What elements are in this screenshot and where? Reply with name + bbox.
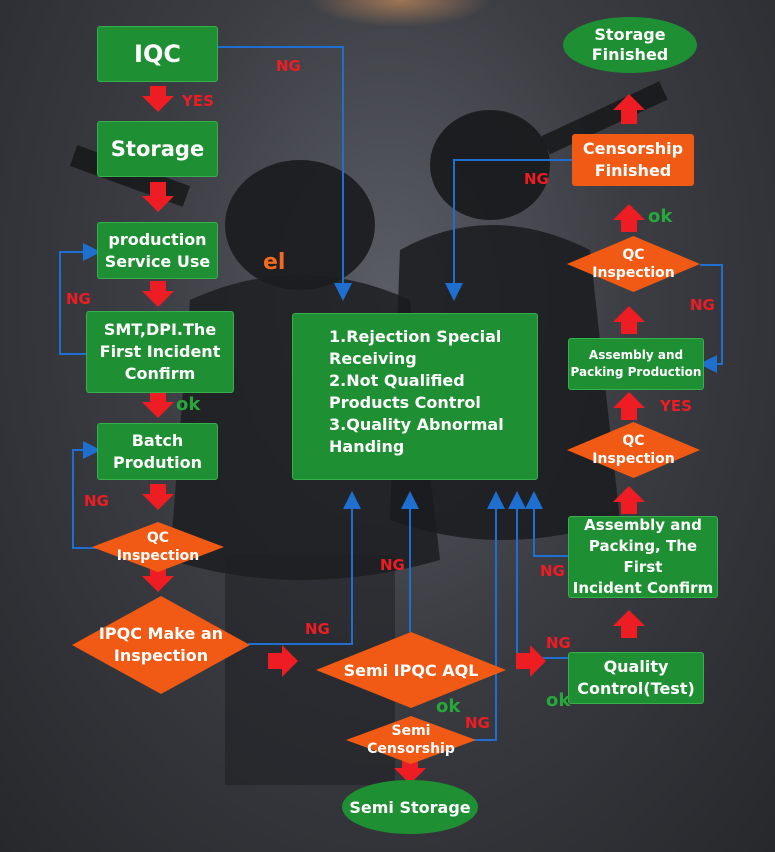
- ng-label-assembly-first: NG: [540, 562, 565, 580]
- storage-box: Storage: [97, 121, 218, 177]
- ok-label-smt: ok: [176, 394, 201, 415]
- qc-inspection-right-upper-label: QC Inspection: [592, 247, 675, 281]
- ok-label-quality: ok: [546, 690, 571, 711]
- qc-inspection-right-lower-label: QC Inspection: [592, 433, 675, 467]
- censorship-finished-box: Censorship Finished: [572, 134, 694, 186]
- arrow-qc-assemblyprod: [613, 392, 645, 420]
- storage-finished-oval: Storage Finished: [563, 17, 697, 73]
- semi-storage-oval: Semi Storage: [342, 780, 478, 834]
- semi-ipqc-aql-diamond: Semi IPQC AQL: [316, 632, 506, 708]
- arrow-storage-production: [142, 182, 174, 212]
- arrow-qc-censorship: [613, 204, 645, 232]
- ng-label-censorship: NG: [524, 170, 549, 188]
- ok-label-semi-ipqc: ok: [436, 696, 461, 717]
- arrow-assembly-qc: [613, 486, 645, 514]
- ng-label-smt: NG: [66, 290, 91, 308]
- ng-label-semi-ipqc: NG: [380, 556, 405, 574]
- yes-label-assembly: YES: [660, 397, 692, 415]
- ipqc-inspection-label: IPQC Make an Inspection: [98, 624, 224, 665]
- smt-dpi-first-incident-box: SMT,DPI.The First Incident Confirm: [86, 311, 234, 393]
- arrow-quality-assembly: [613, 610, 645, 638]
- quality-control-test-box: Quality Control(Test): [568, 652, 704, 704]
- arrow-smt-batch: [142, 392, 174, 418]
- arrow-iqc-storage: [142, 86, 174, 112]
- semi-censorship-diamond: Semi Censorship: [346, 716, 476, 764]
- arrow-qc-ipqc: [142, 566, 174, 592]
- ng-label-semi-censorship: NG: [465, 714, 490, 732]
- assembly-packing-production-box: Assembly and Packing Production: [568, 338, 704, 390]
- ng-label-quality: NG: [546, 634, 571, 652]
- ng-label-ipqc: NG: [305, 620, 330, 638]
- arrow-batch-qc: [142, 484, 174, 510]
- iqc-box: IQC: [97, 26, 218, 82]
- qc-inspection-left-label: QC Inspection: [116, 530, 200, 564]
- semi-censorship-label: Semi Censorship: [367, 723, 455, 757]
- assembly-first-incident-box: Assembly and Packing, The First Incident…: [568, 516, 718, 598]
- production-service-use-box: production Service Use: [97, 222, 218, 279]
- qc-inspection-right-upper-diamond: QC Inspection: [567, 236, 700, 292]
- ng-label-iqc: NG: [276, 57, 301, 75]
- ipqc-inspection-diamond: IPQC Make an Inspection: [72, 596, 250, 694]
- arrow-production-smt: [142, 281, 174, 307]
- qc-inspection-left-diamond: QC Inspection: [92, 522, 224, 572]
- qc-inspection-right-lower-diamond: QC Inspection: [567, 422, 700, 478]
- quality-handling-center-box: 1.Rejection Special Receiving 2.Not Qual…: [292, 313, 538, 480]
- arrow-semi-censorship-storage: [394, 758, 426, 784]
- semi-ipqc-aql-label: Semi IPQC AQL: [343, 660, 479, 680]
- el-watermark: el: [263, 250, 286, 275]
- arrow-censorship-storage: [613, 94, 645, 124]
- batch-production-box: Batch Prodution: [97, 423, 218, 480]
- arrow-ipqc-semi: [268, 645, 298, 677]
- ok-label-qc-upper: ok: [648, 206, 673, 227]
- yes-label-iqc: YES: [182, 92, 214, 110]
- arrow-assemblyprod-qc: [613, 306, 645, 334]
- ng-label-qc-upper: NG: [690, 296, 715, 314]
- ng-label-batch: NG: [84, 492, 109, 510]
- arrow-semi-quality: [516, 645, 546, 677]
